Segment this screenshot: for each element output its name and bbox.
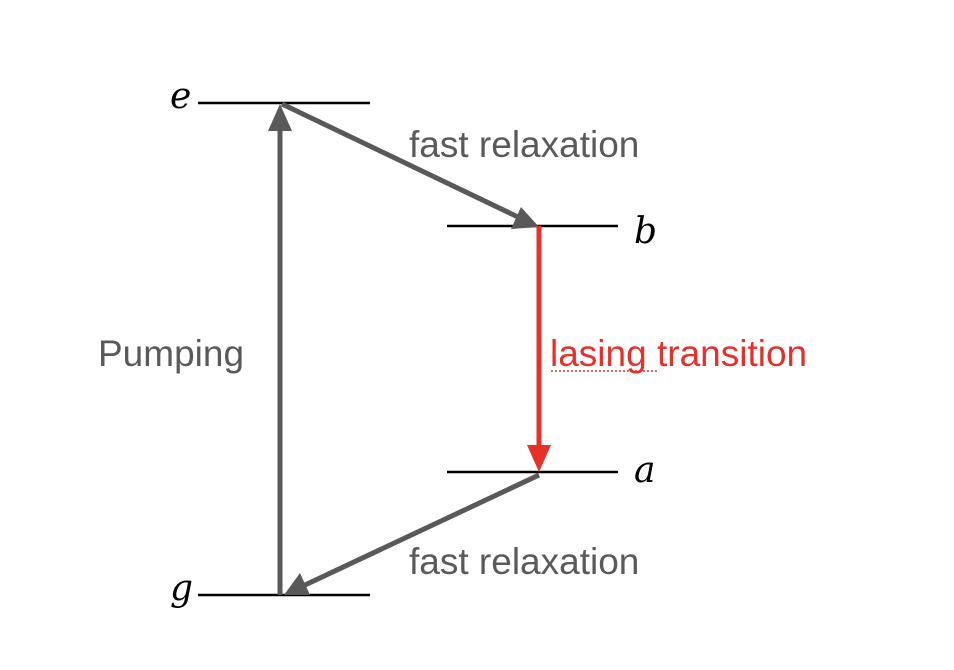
fast-relaxation-bottom-arrowhead: [284, 573, 310, 595]
transition-word: transition: [647, 333, 807, 374]
fast-relaxation-bottom-label: fast relaxation: [409, 541, 639, 582]
level-g-label: g: [170, 568, 193, 609]
level-e-label: e: [170, 76, 191, 117]
fast-relaxation-bottom-arrow: [303, 472, 541, 588]
fast-relaxation-top-label: fast relaxation: [409, 124, 639, 165]
fast-relaxation-top-arrow: [280, 101, 520, 220]
fast-relaxation-top-arrowhead: [511, 207, 539, 229]
pumping-arrowhead: [268, 104, 292, 131]
lasing-transition-arrowhead: [527, 445, 551, 472]
lasing-transition-label: lasing transition: [550, 333, 807, 374]
level-a-label: a: [634, 450, 655, 491]
level-b-label: b: [634, 211, 657, 252]
lasing-word: lasing: [550, 333, 647, 374]
pumping-label: Pumping: [98, 333, 244, 374]
